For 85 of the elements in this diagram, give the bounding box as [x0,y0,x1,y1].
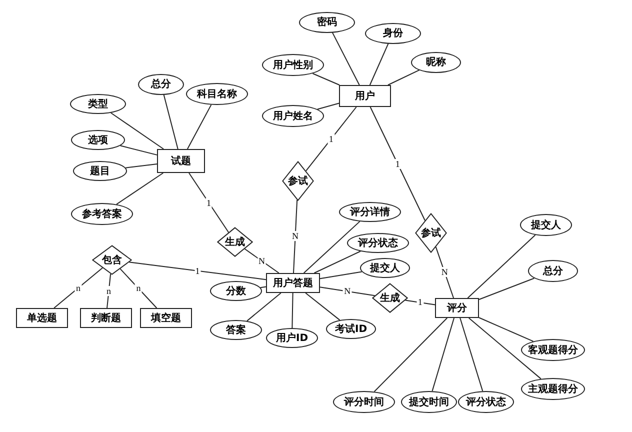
edge-label: n [106,286,112,296]
connector-line [314,250,361,274]
attribute-ellipse: 选项 [71,130,125,150]
entity-box: 评分 [435,298,479,318]
connector-line [320,286,376,296]
attribute-ellipse: 答案 [210,320,262,340]
connector-line [374,318,448,392]
connector-line [54,267,103,308]
attribute-ellipse: 提交人 [360,258,410,278]
edge-label: 1 [416,297,424,308]
entity-box: 用户 [339,85,391,107]
attribute-ellipse: 总分 [528,260,578,282]
connector-line [128,262,266,280]
attribute-ellipse: 用户ID [266,328,318,348]
connector-line [404,300,436,306]
edge-label: n [135,283,142,294]
attribute-ellipse: 评分时间 [333,391,395,413]
connector-line [435,246,454,298]
connector-line [293,199,298,274]
connector-line [370,106,426,222]
connector-line [460,318,484,392]
connector-line [186,104,212,150]
connector-line [332,32,360,86]
attribute-ellipse: 提交时间 [401,391,457,413]
connector-line [120,268,158,308]
connector-line [106,273,112,308]
relationship-diamond: 参试 [415,213,447,253]
connector-line [316,102,340,110]
connector-line [163,94,178,150]
connector-line [260,286,266,288]
attribute-ellipse: 题目 [73,161,127,181]
edge-label: 1 [328,134,334,144]
relationship-diamond: 生成 [217,227,253,257]
connector-line [305,292,340,321]
edge-label: N [291,231,300,242]
edge-label: 1 [206,198,212,208]
connector-line [369,42,389,86]
connector-line [468,318,542,380]
entity-box: 用户答题 [266,273,320,293]
attribute-ellipse: 评分详情 [339,202,401,222]
entity-box: 试题 [157,149,205,173]
attribute-ellipse: 客观题得分 [521,339,585,361]
attribute-ellipse: 主观题得分 [521,378,585,400]
edge-label: N [343,286,352,296]
edge-label: N [258,256,266,266]
connector-line [246,292,282,322]
attribute-ellipse: 用户姓名 [262,105,324,127]
connector-line [387,69,420,86]
relationship-diamond: 包含 [92,245,132,275]
edge-label: 1 [394,158,401,169]
attribute-ellipse: 提交人 [520,214,572,236]
connector-line [432,318,455,392]
edge-label: n [75,282,82,293]
entity-box: 填空题 [140,308,192,328]
attribute-ellipse: 评分状态 [347,233,409,253]
attribute-ellipse: 类型 [70,94,126,114]
entity-box: 单选题 [16,308,68,328]
connector-line [125,163,158,168]
attribute-ellipse: 总分 [138,74,184,94]
connector-line [292,292,294,328]
connector-line [110,112,164,150]
attribute-ellipse: 科目名称 [186,83,248,105]
relationship-diamond: 参试 [282,161,314,201]
entity-box: 判断题 [80,308,132,328]
connector-line [303,220,360,274]
connector-line [116,172,164,205]
connector-line [478,317,534,342]
attribute-ellipse: 身份 [365,22,421,44]
connector-line [188,172,230,233]
connector-line [467,234,536,298]
attribute-ellipse: 评分状态 [458,391,514,413]
attribute-ellipse: 密码 [299,12,355,32]
connector-line [120,145,158,156]
attribute-ellipse: 昵称 [411,52,461,72]
connector-line [312,73,340,86]
edge-label: N [440,267,449,278]
connector-line [320,271,362,280]
attribute-ellipse: 分数 [210,281,262,301]
connector-line [305,106,357,172]
attribute-ellipse: 考试ID [326,319,376,339]
relationship-diamond: 生成 [372,283,408,313]
connector-line [478,278,535,300]
edge-label: 1 [194,266,201,276]
attribute-ellipse: 参考答案 [71,203,133,225]
attribute-ellipse: 用户性别 [262,54,324,76]
